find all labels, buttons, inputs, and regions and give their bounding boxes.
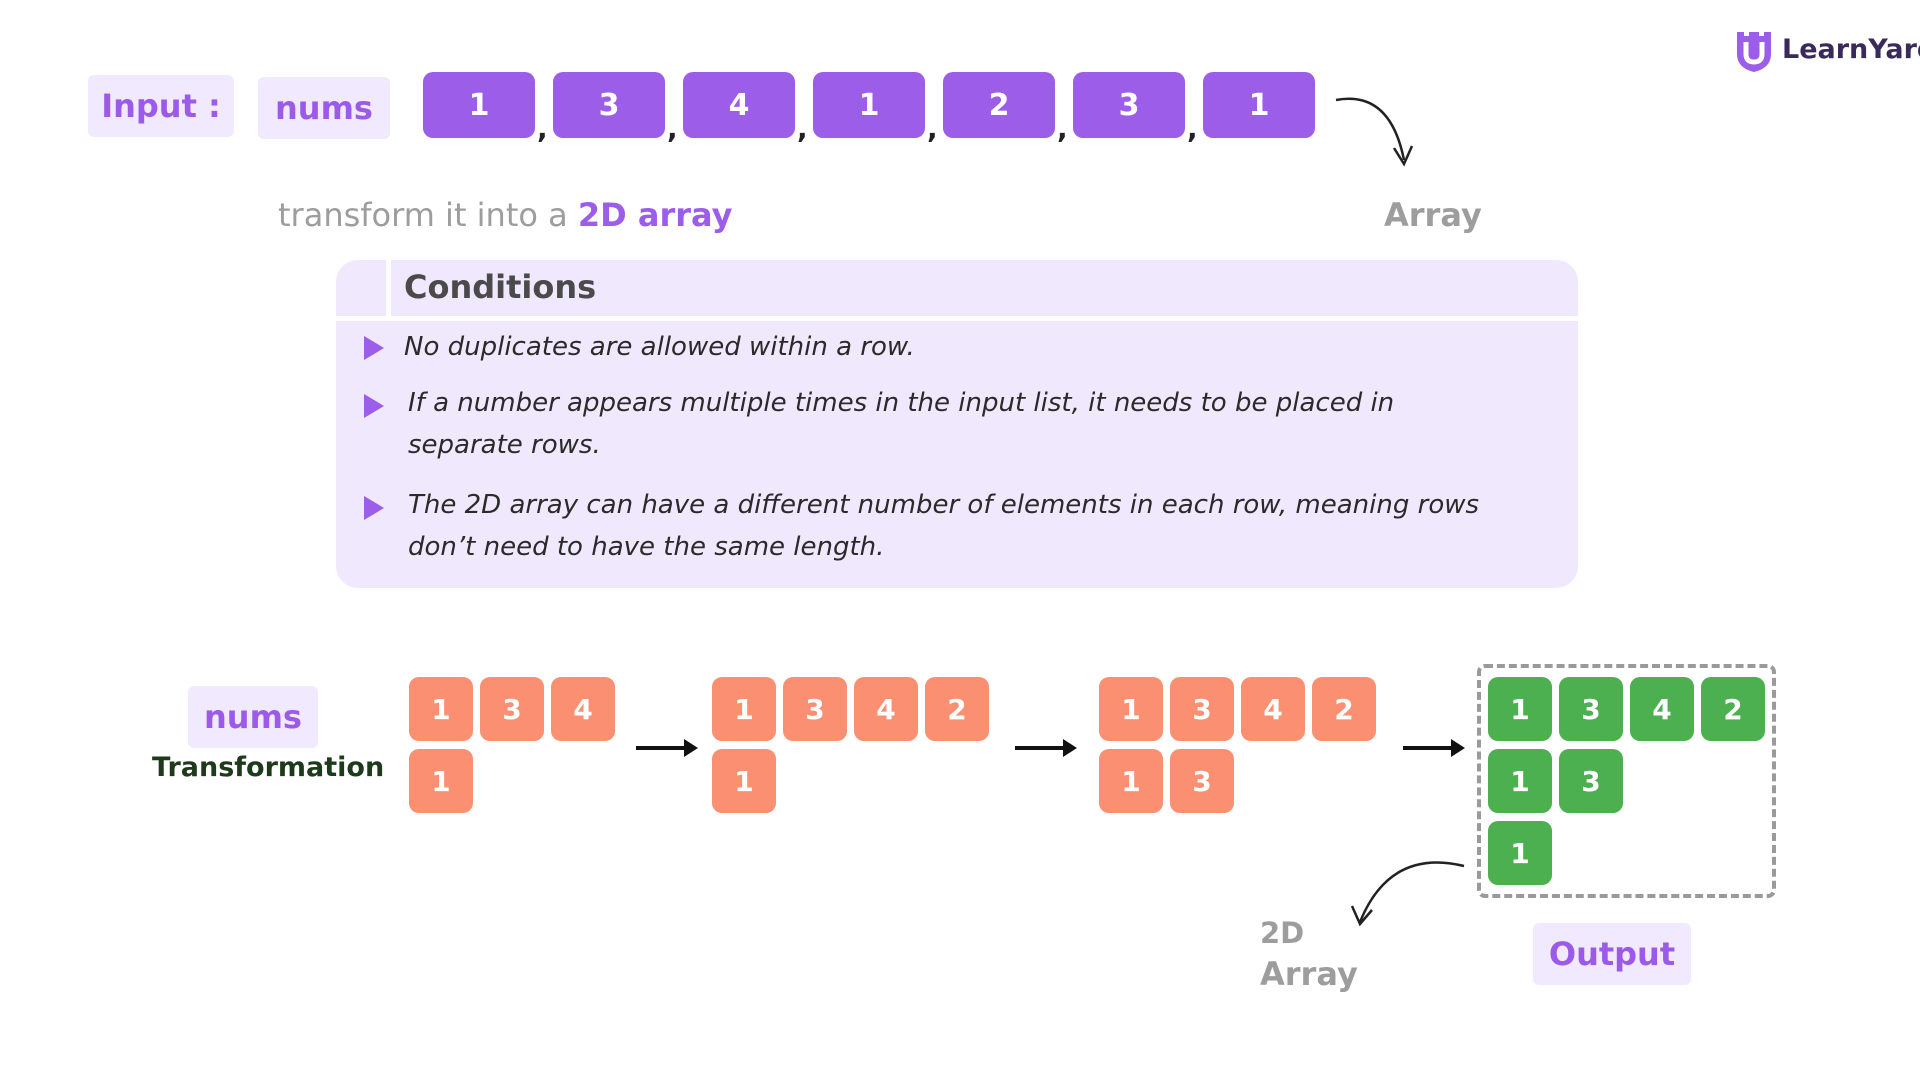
- curved-arrow-icon: [1350, 861, 1465, 927]
- triangle-bullet-icon: [364, 496, 384, 520]
- output-cell: 1: [1488, 677, 1552, 741]
- array-cell: 2: [925, 677, 989, 741]
- output-cell: 2: [1701, 677, 1765, 741]
- output-caption-line2: Array: [1260, 955, 1358, 993]
- array-cell: 1: [712, 677, 776, 741]
- comma: ,: [1187, 112, 1198, 145]
- input-element: 1: [813, 72, 925, 138]
- output-cell: 3: [1559, 749, 1623, 813]
- input-label: Input :: [88, 75, 234, 137]
- output-label: Output: [1533, 923, 1691, 985]
- instruction-highlight: 2D array: [577, 196, 733, 234]
- arrow-head: [684, 739, 698, 757]
- transformation-var-name: nums: [188, 686, 318, 748]
- arrow-head: [1063, 739, 1077, 757]
- output-cell: 1: [1488, 821, 1552, 885]
- array-cell: 3: [783, 677, 847, 741]
- condition-item: No duplicates are allowed within a row.: [404, 332, 915, 362]
- input-element: 1: [1203, 72, 1315, 138]
- input-element: 3: [1073, 72, 1185, 138]
- output-caption-line1: 2D: [1260, 916, 1305, 950]
- comma: ,: [1057, 112, 1068, 145]
- array-cell: 2: [1312, 677, 1376, 741]
- array-cell: 3: [1170, 677, 1234, 741]
- right-arrow-icon: [636, 746, 686, 750]
- learnyard-logo: LearnYard: [1734, 26, 1920, 76]
- transformation-label: Transformation: [152, 752, 385, 783]
- instruction-prefix: transform it into a: [278, 196, 568, 234]
- array-cell: 3: [480, 677, 544, 741]
- array-cell: 1: [712, 749, 776, 813]
- input-element: 2: [943, 72, 1055, 138]
- arrow-head: [1451, 739, 1465, 757]
- array-cell: 4: [551, 677, 615, 741]
- condition-item: The 2D array can have a different number…: [408, 490, 1480, 562]
- right-arrow-icon: [1403, 746, 1453, 750]
- triangle-bullet-icon: [364, 336, 384, 360]
- comma: ,: [797, 112, 808, 145]
- output-cell: 1: [1488, 749, 1552, 813]
- shield-u-logo-icon: [1737, 32, 1771, 72]
- triangle-bullet-icon: [364, 394, 384, 418]
- output-cell: 4: [1630, 677, 1694, 741]
- comma: ,: [537, 112, 548, 145]
- input-element: 1: [423, 72, 535, 138]
- output-frame: [1477, 664, 1776, 898]
- divider: [386, 260, 391, 318]
- conditions-title: Conditions: [404, 268, 597, 306]
- array-cell: 1: [1099, 749, 1163, 813]
- comma: ,: [667, 112, 678, 145]
- array-cell: 3: [1170, 749, 1234, 813]
- array-cell: 4: [1241, 677, 1305, 741]
- input-var-name: nums: [258, 77, 390, 139]
- array-cell: 1: [409, 677, 473, 741]
- input-element: 4: [683, 72, 795, 138]
- curved-arrow-icon: [1335, 97, 1414, 167]
- comma: ,: [927, 112, 938, 145]
- conditions-panel: Conditions No duplicates are allowed wit…: [336, 260, 1578, 588]
- array-cell: 1: [1099, 677, 1163, 741]
- divider: [336, 316, 1578, 321]
- input-element: 3: [553, 72, 665, 138]
- array-cell: 4: [854, 677, 918, 741]
- output-cell: 3: [1559, 677, 1623, 741]
- array-label: Array: [1384, 196, 1482, 234]
- instruction: transform it into a 2D array: [278, 196, 733, 234]
- logo-text: LearnYard: [1782, 34, 1920, 65]
- right-arrow-icon: [1015, 746, 1065, 750]
- condition-item: If a number appears multiple times in th…: [408, 388, 1395, 460]
- array-cell: 1: [409, 749, 473, 813]
